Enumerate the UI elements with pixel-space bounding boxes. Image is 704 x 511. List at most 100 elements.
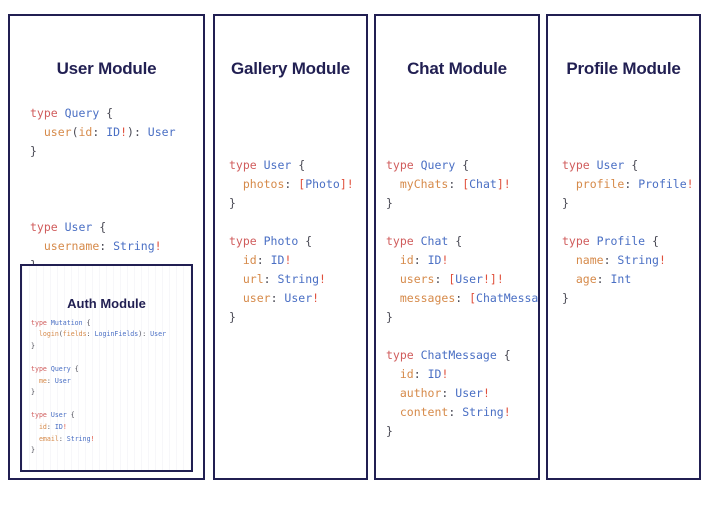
code-token: type: [386, 157, 421, 172]
code-token: {: [92, 219, 107, 234]
code-token: [30, 201, 37, 215]
code-token: type: [386, 347, 421, 362]
code-token: content: [399, 404, 449, 419]
code-block-gallery-module: type User { photos: [Photo]! } type Phot…: [229, 156, 354, 327]
code-block-chat-module: type Query { myChats: [Chat]! } type Cha…: [386, 156, 538, 441]
panel-title-auth-module: Auth Module: [67, 296, 146, 311]
code-token: Chat: [469, 176, 497, 191]
code-token: !: [441, 252, 449, 267]
code-token: :: [46, 422, 55, 431]
code-token: [386, 177, 400, 191]
code-token: ]: [496, 176, 504, 191]
code-token: !: [482, 385, 490, 400]
code-token: !: [482, 271, 490, 286]
code-token: !: [346, 176, 354, 191]
code-token: [31, 353, 35, 361]
code-token: messages: [399, 290, 456, 305]
code-token: }: [31, 446, 35, 455]
code-token: {: [82, 318, 91, 327]
code-token: [562, 253, 576, 267]
code-token: user: [43, 124, 72, 139]
code-token: :: [413, 366, 428, 381]
panel-inner-border: [378, 18, 536, 476]
code-token: String: [617, 252, 659, 267]
code-token: [30, 239, 44, 253]
code-token: name: [575, 252, 604, 267]
code-token: Chat: [420, 233, 449, 248]
code-token: [229, 291, 243, 305]
panel-chat-module[interactable]: Chat Module type Query { myChats: [Chat]…: [374, 14, 540, 480]
code-token: Int: [610, 271, 632, 286]
code-token: id: [242, 252, 257, 267]
panel-user-module[interactable]: User Module type Query { user(id: ID!): …: [8, 14, 205, 480]
code-token: Query: [420, 157, 456, 172]
code-token: }: [229, 309, 236, 324]
code-token: User: [455, 271, 483, 286]
code-token: type: [229, 157, 264, 172]
code-token: [562, 272, 576, 286]
code-token: ID: [54, 422, 63, 431]
code-token: {: [291, 157, 306, 172]
code-block-user-module: type Query { user(id: ID!): User } type …: [30, 104, 176, 275]
code-token: url: [242, 271, 264, 286]
code-token: :: [603, 252, 618, 267]
code-token: :: [58, 434, 67, 443]
card-auth-module[interactable]: Auth Module type Mutation { login(fields…: [20, 264, 193, 472]
code-token: !: [686, 176, 694, 191]
code-token: id: [78, 124, 93, 139]
code-token: !: [62, 422, 67, 431]
code-token: [229, 177, 243, 191]
code-token: type: [31, 411, 51, 420]
code-token: [386, 272, 400, 286]
code-token: :: [86, 330, 95, 339]
code-token: myChats: [399, 176, 449, 191]
code-token: [386, 291, 400, 305]
code-token: username: [43, 238, 100, 253]
panel-title-gallery-module: Gallery Module: [230, 59, 351, 79]
code-token: [: [448, 271, 456, 286]
code-token: [31, 435, 39, 443]
panel-gallery-module[interactable]: Gallery Module type User { photos: [Phot…: [213, 14, 368, 480]
code-token: id: [399, 252, 414, 267]
code-token: !: [319, 271, 326, 286]
code-token: User: [284, 290, 313, 305]
code-token: photos: [242, 176, 285, 191]
code-token: :: [624, 176, 639, 191]
code-token: User: [64, 219, 93, 234]
code-token: user: [242, 290, 271, 305]
code-token: ]: [489, 271, 497, 286]
code-token: Profile: [596, 233, 646, 248]
code-token: type: [562, 157, 597, 172]
code-token: [30, 163, 37, 177]
code-token: :: [92, 124, 107, 139]
code-token: [30, 125, 44, 139]
code-token: }: [31, 341, 35, 350]
code-token: [386, 405, 400, 419]
code-token: me: [38, 376, 47, 385]
code-token: fields: [62, 330, 87, 339]
code-token: [229, 253, 243, 267]
panel-profile-module[interactable]: Profile Module type User { profile: Prof…: [546, 14, 701, 480]
code-token: type: [30, 105, 65, 120]
code-token: [229, 215, 236, 229]
code-token: User: [50, 411, 67, 420]
code-token: [: [469, 290, 477, 305]
code-token: id: [399, 366, 414, 381]
code-token: (: [71, 124, 79, 139]
code-token: [: [298, 176, 306, 191]
code-token: type: [562, 233, 597, 248]
code-token: [386, 253, 400, 267]
code-token: {: [298, 233, 313, 248]
code-token: [31, 423, 39, 431]
code-token: Mutation: [50, 318, 83, 327]
code-token: }: [30, 143, 37, 158]
code-token: Query: [50, 364, 71, 373]
code-token: }: [562, 195, 569, 210]
code-token: [562, 177, 576, 191]
code-block-auth-module: type Mutation { login(fields: LoginField…: [31, 318, 166, 457]
code-token: User: [150, 330, 167, 339]
code-token: ):: [127, 124, 148, 139]
code-token: Profile: [638, 176, 687, 191]
code-block-profile-module: type User { profile: Profile! } type Pro…: [562, 156, 694, 308]
